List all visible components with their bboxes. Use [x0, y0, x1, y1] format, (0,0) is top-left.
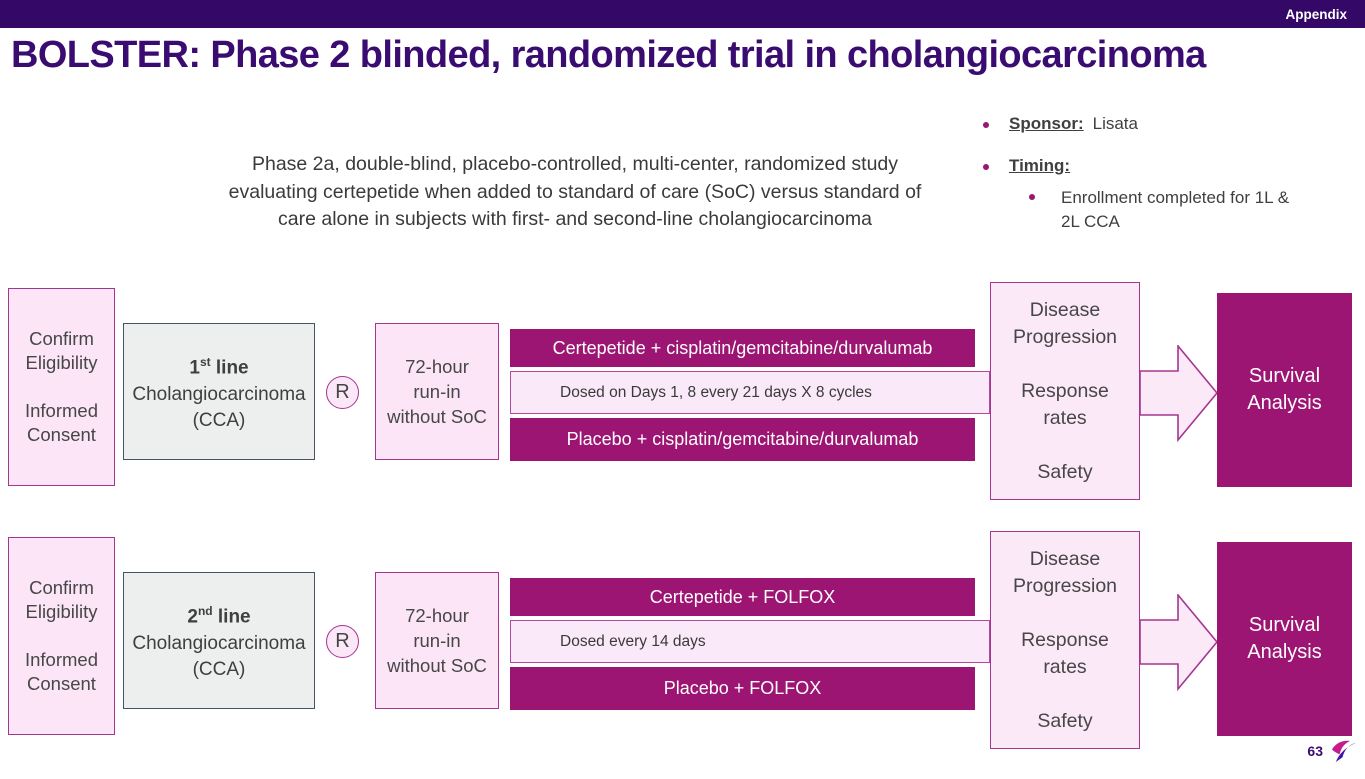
- treatment-arms: Certepetide + FOLFOX Dosed every 14 days…: [510, 578, 990, 710]
- population-box: 2nd line Cholangiocarcinoma (CCA): [123, 572, 315, 709]
- timing-item: Timing:: [983, 156, 1361, 176]
- arm-certepetide-band: Certepetide + cisplatin/gemcitabine/durv…: [510, 329, 975, 367]
- run-in-box: 72-hour run-in without SoC: [375, 323, 499, 460]
- study-description: Phase 2a, double-blind, placebo-controll…: [228, 153, 922, 230]
- info-panel: Sponsor: Lisata Timing: Enrollment comple…: [983, 114, 1361, 234]
- bullet-dot-icon: [1029, 194, 1035, 200]
- timing-detail: Enrollment completed for 1L & 2L CCA: [1061, 188, 1290, 231]
- eligibility-box: Confirm Eligibility Informed Consent: [8, 288, 115, 486]
- disease-abbr-label: (CCA): [192, 409, 246, 431]
- arm-certepetide-band: Certepetide + FOLFOX: [510, 578, 975, 616]
- sponsor-label: Sponsor:: [1009, 114, 1084, 133]
- timing-detail-item: Enrollment completed for 1L & 2L CCA: [1029, 186, 1361, 234]
- sponsor-value: Lisata: [1092, 114, 1138, 133]
- arm-placebo-band: Placebo + FOLFOX: [510, 667, 975, 710]
- slide-title: BOLSTER: Phase 2 blinded, randomized tri…: [11, 34, 1206, 76]
- survival-analysis-box: Survival Analysis: [1217, 542, 1352, 736]
- treatment-arms: Certepetide + cisplatin/gemcitabine/durv…: [510, 329, 990, 461]
- disease-name-label: Cholangiocarcinoma: [132, 383, 306, 405]
- eligibility-box: Confirm Eligibility Informed Consent: [8, 537, 115, 735]
- bullet-dot-icon: [983, 164, 989, 170]
- flow-row-second-line: Confirm Eligibility Informed Consent 2nd…: [0, 529, 1365, 779]
- lisata-logo-icon: [1331, 740, 1356, 763]
- footer: 63: [1307, 738, 1357, 763]
- disease-abbr-label: (CCA): [192, 658, 246, 680]
- population-box: 1st line Cholangiocarcinoma (CCA): [123, 323, 315, 460]
- sponsor-item: Sponsor: Lisata: [983, 114, 1361, 134]
- top-bar: Appendix: [0, 0, 1365, 28]
- randomization-circle: R: [326, 376, 359, 409]
- arm-placebo-band: Placebo + cisplatin/gemcitabine/durvalum…: [510, 418, 975, 461]
- disease-name-label: Cholangiocarcinoma: [132, 632, 306, 654]
- line-number-label: 1st line: [189, 355, 249, 379]
- line-number-label: 2nd line: [187, 604, 251, 628]
- bullet-dot-icon: [983, 122, 989, 128]
- randomization-circle: R: [326, 625, 359, 658]
- dosing-band: Dosed every 14 days: [510, 620, 990, 663]
- timing-label: Timing:: [1009, 156, 1071, 175]
- run-in-box: 72-hour run-in without SoC: [375, 572, 499, 709]
- appendix-label: Appendix: [1285, 6, 1347, 22]
- arrow-right-icon: [1139, 594, 1219, 691]
- page-number: 63: [1307, 742, 1323, 759]
- sponsor-text: Sponsor: Lisata: [1009, 114, 1138, 134]
- outcomes-box: Disease Progression Response rates Safet…: [990, 531, 1140, 749]
- arrow-right-icon: [1139, 345, 1219, 442]
- dosing-band: Dosed on Days 1, 8 every 21 days X 8 cyc…: [510, 371, 990, 414]
- flow-row-first-line: Confirm Eligibility Informed Consent 1st…: [0, 280, 1365, 530]
- outcomes-box: Disease Progression Response rates Safet…: [990, 282, 1140, 500]
- survival-analysis-box: Survival Analysis: [1217, 293, 1352, 487]
